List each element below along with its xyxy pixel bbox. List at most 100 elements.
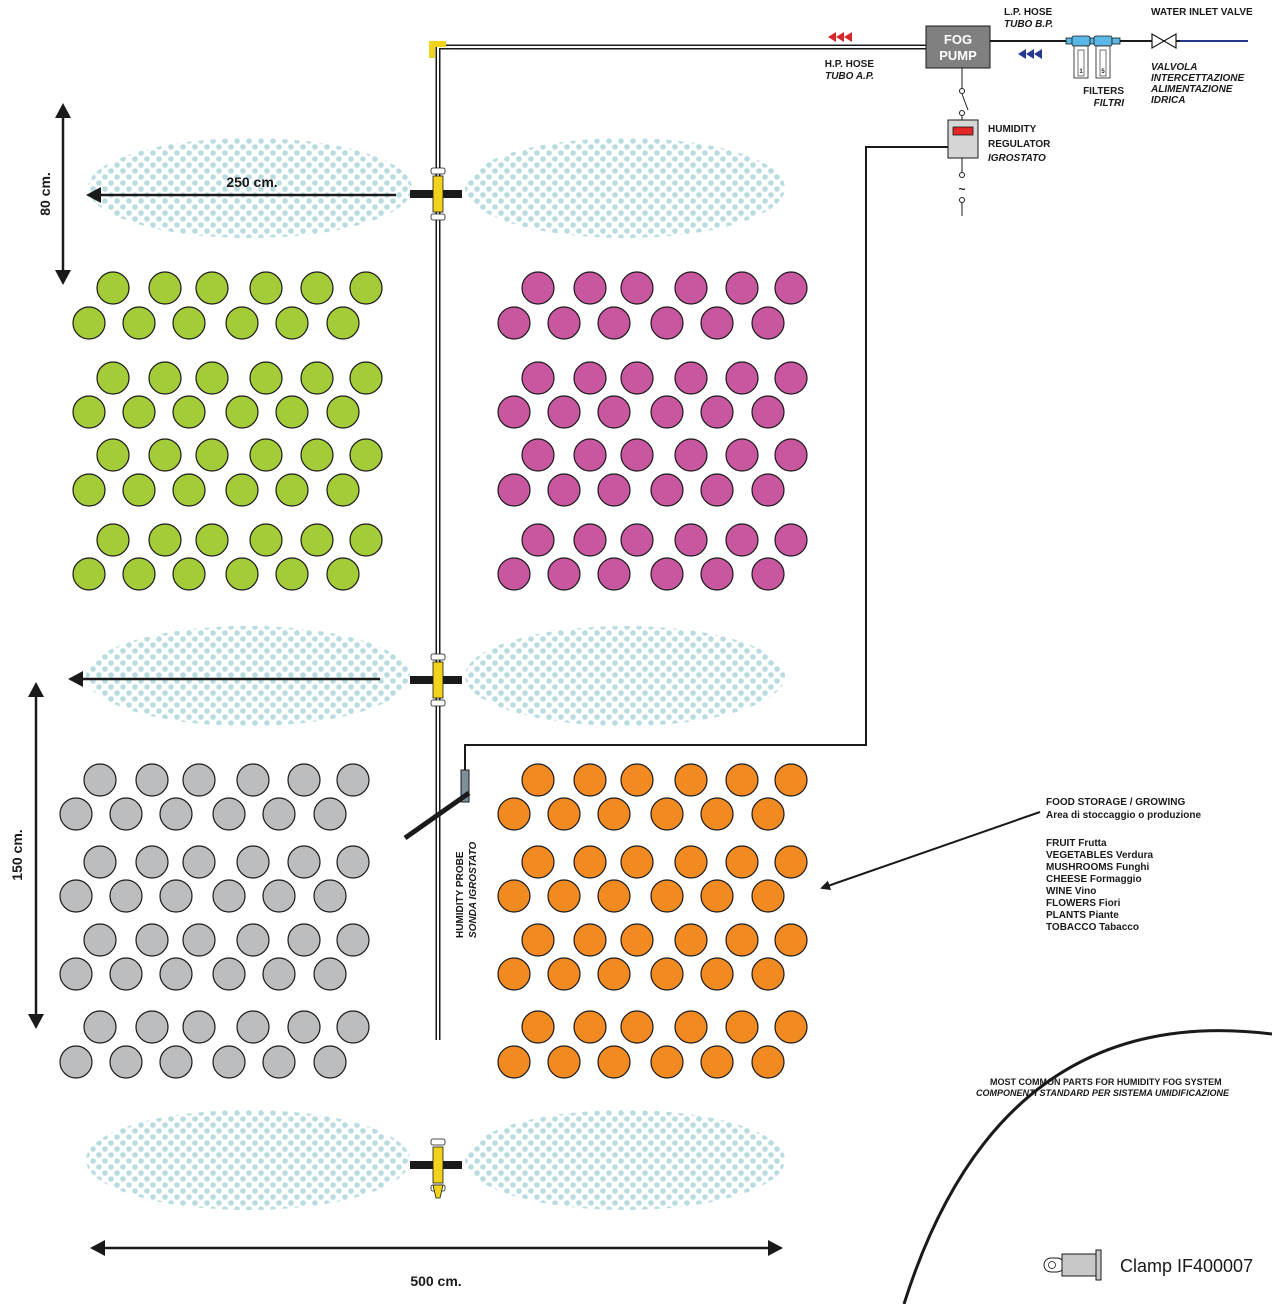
product-circle-magenta [521, 361, 555, 395]
product-circle-gray [59, 879, 93, 913]
product-circle-orange [700, 797, 734, 831]
product-circle-magenta [751, 557, 785, 591]
product-circle-magenta [650, 557, 684, 591]
product-circle-gray [83, 763, 117, 797]
dimension-250: 250 cm. [226, 174, 277, 190]
fog-nozzle-icon [410, 1138, 462, 1192]
product-circle-magenta [521, 271, 555, 305]
product-circle-orange [573, 763, 607, 797]
lp-hose-label-it: TUBO B.P. [1004, 19, 1053, 30]
product-circle-magenta [650, 306, 684, 340]
product-circle-magenta [725, 361, 759, 395]
product-circle-magenta [620, 438, 654, 472]
product-circle-orange [650, 1045, 684, 1079]
fog-cloud [465, 626, 785, 726]
product-circle-gray [159, 1045, 193, 1079]
product-circle-orange [751, 957, 785, 991]
product-circle-orange [573, 923, 607, 957]
product-circle-orange [674, 763, 708, 797]
product-circle-magenta [497, 395, 531, 429]
product-circle-gray [236, 845, 270, 879]
product-circle-magenta [573, 523, 607, 557]
filters-label-it: FILTRI [1094, 98, 1125, 109]
product-circle-green [96, 438, 130, 472]
clamp-label: Clamp IF400007 [1120, 1256, 1253, 1276]
product-circle-orange [650, 797, 684, 831]
humidity-regulator-icon [947, 119, 979, 159]
product-circle-green [148, 438, 182, 472]
product-circle-magenta [751, 395, 785, 429]
product-circle-gray [287, 845, 321, 879]
product-circle-gray [313, 1045, 347, 1079]
valve-icon [1151, 32, 1177, 50]
hp-hose-label: H.P. HOSE [825, 59, 875, 70]
product-circle-orange [573, 1010, 607, 1044]
product-circle-orange [700, 1045, 734, 1079]
product-circle-magenta [674, 361, 708, 395]
product-circle-magenta [597, 395, 631, 429]
product-circle-orange [674, 1010, 708, 1044]
product-circle-gray [59, 1045, 93, 1079]
filter-cartridge-icon: 1 5 [1065, 35, 1121, 79]
product-circle-gray [159, 957, 193, 991]
dimension-lines [28, 103, 783, 1256]
product-circle-magenta [521, 523, 555, 557]
product-circle-green [275, 306, 309, 340]
product-circle-orange [774, 845, 808, 879]
product-circle-gray [336, 763, 370, 797]
product-circle-green [225, 557, 259, 591]
product-circle-orange [620, 1010, 654, 1044]
product-circle-orange [547, 957, 581, 991]
probe-label-it: SONDA IGROSTATO [468, 841, 479, 938]
product-circle-magenta [700, 473, 734, 507]
product-circle-magenta [774, 361, 808, 395]
parts-title-it: COMPONENTI STANDARD PER SISTEMA UMIDIFIC… [976, 1088, 1230, 1098]
product-circle-orange [774, 923, 808, 957]
product-circle-gray [212, 797, 246, 831]
product-circle-magenta [620, 271, 654, 305]
product-circle-green [72, 473, 106, 507]
parts-header: MOST COMMON PARTS FOR HUMIDITY FOG SYSTE… [976, 1077, 1230, 1098]
power-symbol: ~ [958, 182, 965, 196]
product-circle-gray [212, 1045, 246, 1079]
product-circle-orange [521, 763, 555, 797]
product-circle-magenta [597, 557, 631, 591]
product-circle-orange [597, 797, 631, 831]
product-circle-magenta [774, 523, 808, 557]
product-circle-green [72, 306, 106, 340]
product-circle-green [275, 395, 309, 429]
product-circle-magenta [674, 438, 708, 472]
product-circle-orange [700, 957, 734, 991]
product-circle-orange [725, 845, 759, 879]
product-circle-orange [725, 763, 759, 797]
lp-flow-arrows-icon [1018, 49, 1042, 59]
product-circle-green [122, 473, 156, 507]
hp-hose-label-it: TUBO A.P. [825, 71, 874, 82]
dimension-500: 500 cm. [410, 1273, 461, 1289]
product-circle-green [300, 523, 334, 557]
product-circle-green [326, 473, 360, 507]
product-circle-orange [725, 1010, 759, 1044]
product-circle-magenta [547, 557, 581, 591]
product-circle-gray [182, 923, 216, 957]
product-circle-green [148, 523, 182, 557]
product-circle-magenta [650, 473, 684, 507]
product-circle-magenta [774, 438, 808, 472]
product-circle-magenta [751, 306, 785, 340]
product-circle-magenta [497, 306, 531, 340]
product-circle-orange [497, 797, 531, 831]
product-circle-gray [109, 1045, 143, 1079]
parts-title: MOST COMMON PARTS FOR HUMIDITY FOG SYSTE… [990, 1077, 1222, 1087]
product-circle-orange [547, 797, 581, 831]
product-circle-magenta [497, 473, 531, 507]
product-circle-green [72, 557, 106, 591]
product-circle-gray [236, 923, 270, 957]
product-circle-magenta [751, 473, 785, 507]
product-circle-magenta [674, 523, 708, 557]
product-circle-gray [313, 879, 347, 913]
product-circle-orange [751, 879, 785, 913]
product-circle-gray [236, 1010, 270, 1044]
product-circle-magenta [521, 438, 555, 472]
dimension-80: 80 cm. [37, 172, 53, 216]
product-circle-magenta [700, 306, 734, 340]
